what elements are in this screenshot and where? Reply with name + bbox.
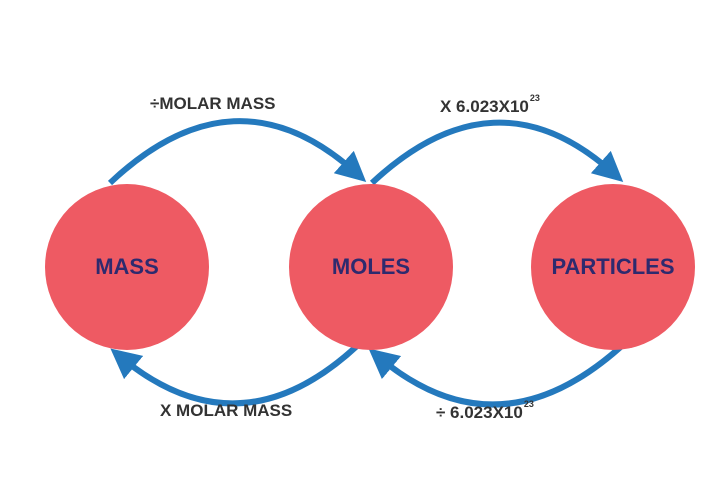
moles-node: MOLES: [289, 184, 453, 350]
mass-node: MASS: [45, 184, 209, 350]
multiply-molar-mass-label: X MOLAR MASS: [160, 401, 293, 420]
particles-node: PARTICLES: [531, 184, 695, 350]
avogadro-exponent: 23: [523, 399, 534, 409]
avogadro-exponent: 23: [529, 93, 540, 103]
moles-label: MOLES: [331, 254, 411, 279]
arrow-moles-to-particles: [369, 119, 624, 186]
divide-molar-mass-label: ÷MOLAR MASS: [150, 94, 276, 113]
arrow-mass-to-moles: [107, 118, 367, 186]
avogadro-base: X 6.023X10: [440, 97, 529, 116]
multiply-avogadro-label: X 6.023X1023: [440, 93, 540, 117]
mass-label: MASS: [95, 254, 159, 279]
arrow-moles-to-mass: [110, 342, 361, 407]
divide-avogadro-label: ÷ 6.023X1023: [436, 399, 534, 423]
avogadro-base: ÷ 6.023X10: [436, 403, 523, 422]
particles-label: PARTICLES: [551, 254, 675, 279]
arrow-particles-to-moles: [368, 340, 628, 408]
